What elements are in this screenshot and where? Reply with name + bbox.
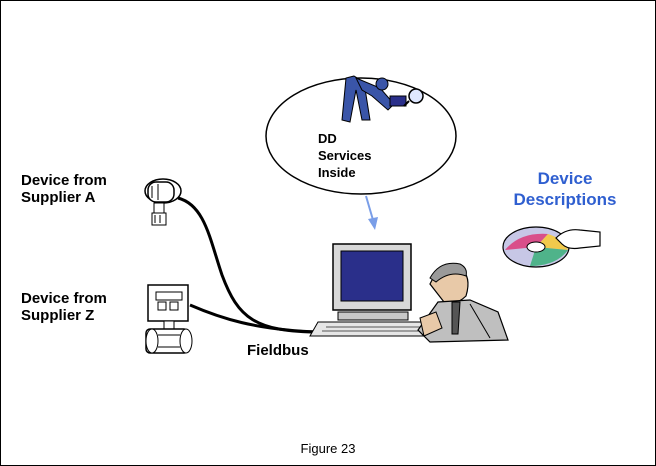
- supplier-a-line-1: Device from: [21, 172, 107, 189]
- fieldbus-cable-a: [177, 196, 321, 334]
- operator-icon: [417, 262, 509, 343]
- computer-icon: [309, 243, 433, 337]
- figure-caption: Figure 23: [300, 441, 356, 456]
- supplier-z-line-1: Device from: [21, 290, 107, 307]
- supplier-a-line-2: Supplier A: [21, 189, 96, 206]
- fieldbus-label: Fieldbus: [247, 342, 309, 359]
- device-z-icon: [145, 284, 193, 354]
- cd-disc-icon: [502, 226, 601, 268]
- dd-services-line-1: DD: [318, 131, 337, 146]
- supplier-z-label: Device from Supplier Z: [21, 290, 107, 324]
- supplier-a-label: Device from Supplier A: [21, 172, 107, 206]
- dd-services-bubble: [265, 77, 457, 195]
- dd-services-line-3: Inside: [318, 165, 356, 180]
- device-descriptions-line-2: Descriptions: [513, 190, 617, 209]
- device-a-icon: [144, 178, 182, 226]
- dd-arrow: [365, 195, 374, 221]
- device-descriptions-line-1: Device: [537, 169, 593, 188]
- supplier-z-line-2: Supplier Z: [21, 307, 95, 324]
- dd-services-label: DD Services Inside: [318, 130, 372, 181]
- dd-services-line-2: Services: [318, 148, 372, 163]
- inspector-icon: [341, 75, 424, 123]
- fieldbus-cable-z: [189, 303, 321, 334]
- device-descriptions-label: Device Descriptions: [510, 168, 620, 210]
